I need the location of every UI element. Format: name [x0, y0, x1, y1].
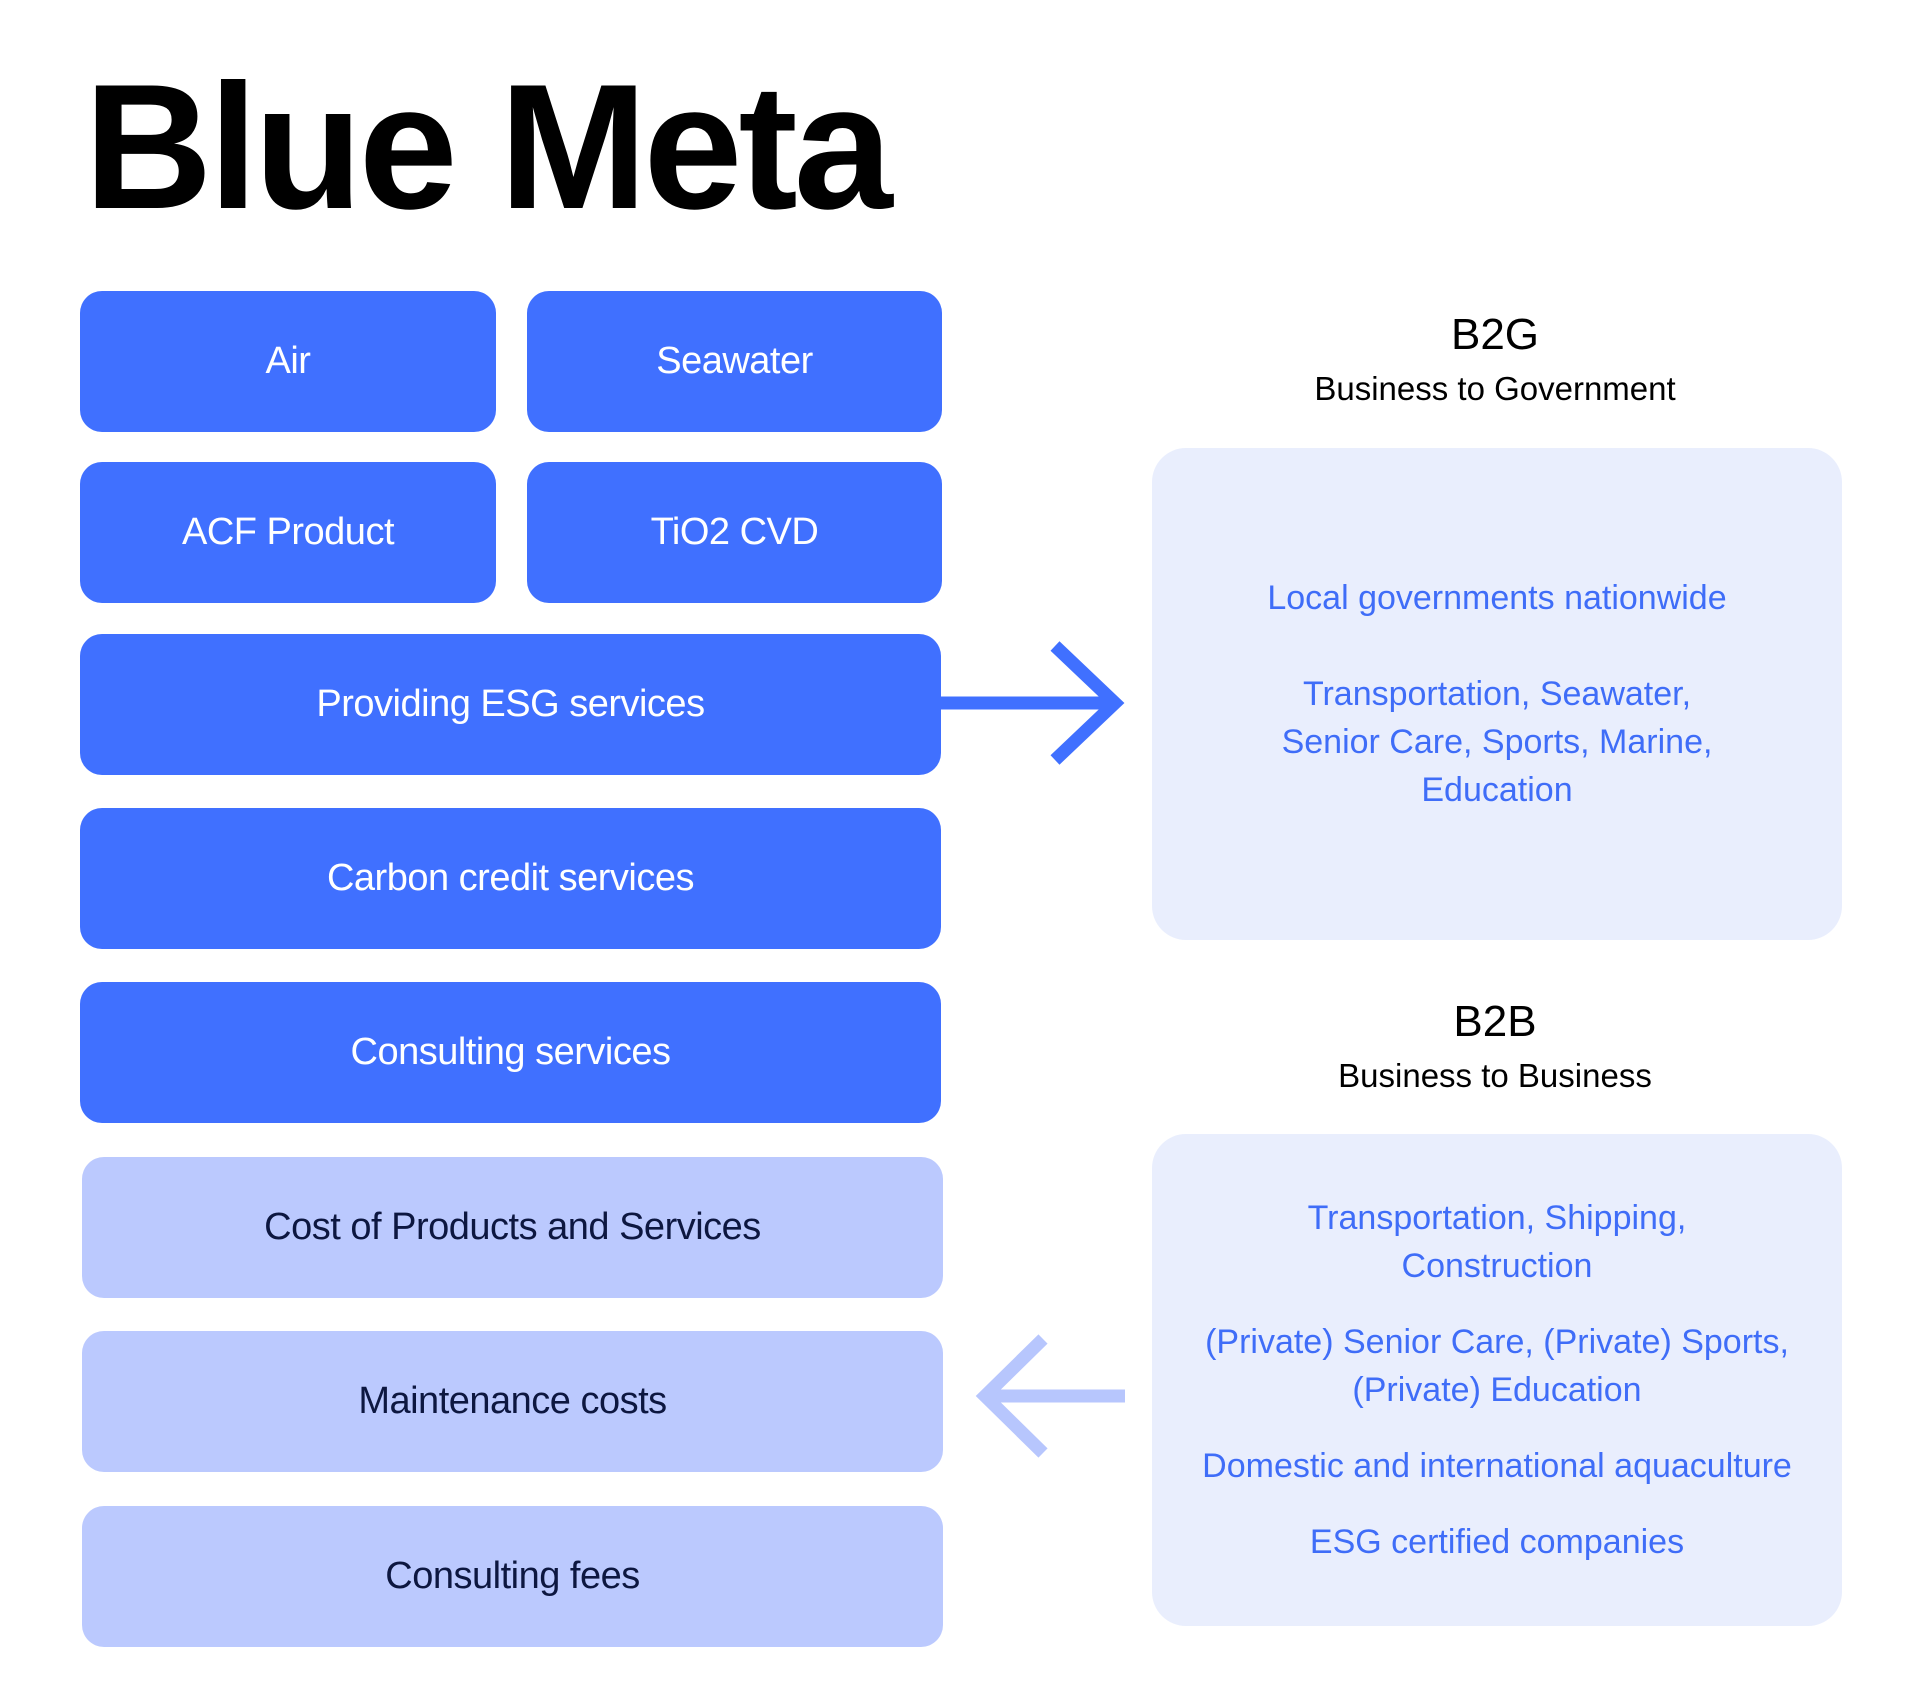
acf-product-box: ACF Product: [80, 462, 496, 603]
acf-product-label: ACF Product: [181, 511, 395, 553]
b2g-name: Business to Government: [1314, 370, 1676, 408]
b2g-panel: Local governments nationwide Transportat…: [1152, 448, 1842, 940]
maintenance-costs-box: Maintenance costs: [82, 1331, 943, 1472]
carbon-credit-label: Carbon credit services: [326, 857, 695, 899]
b2g-heading: B2G Business to Government: [1152, 310, 1838, 408]
b2b-group: ESG certified companies: [1310, 1518, 1684, 1566]
b2b-panel: Transportation, Shipping, Construction (…: [1152, 1134, 1842, 1626]
tio2-cvd-box: TiO2 CVD: [527, 462, 942, 603]
b2g-item: Transportation, Seawater,: [1302, 675, 1692, 713]
consulting-services-box: Consulting services: [80, 982, 941, 1123]
seawater-box: Seawater: [527, 291, 942, 432]
b2b-group: (Private) Senior Care, (Private) Sports,…: [1205, 1318, 1789, 1414]
page-title: Blue Meta: [84, 47, 893, 246]
maintenance-costs-label: Maintenance costs: [358, 1380, 667, 1422]
cost-products-services-box: Cost of Products and Services: [82, 1157, 943, 1298]
b2b-item: (Private) Education: [1352, 1371, 1642, 1409]
air-label: Air: [265, 340, 311, 382]
b2b-item: Construction: [1401, 1247, 1593, 1285]
seawater-label: Seawater: [656, 340, 813, 382]
carbon-credit-box: Carbon credit services: [80, 808, 941, 949]
tio2-cvd-label: TiO2 CVD: [650, 511, 819, 553]
arrow-left-icon: [975, 1334, 1125, 1458]
consulting-fees-box: Consulting fees: [82, 1506, 943, 1647]
consulting-services-label: Consulting services: [350, 1031, 671, 1073]
b2b-code: B2B: [1453, 997, 1537, 1046]
b2g-item: Local governments nationwide: [1267, 579, 1727, 617]
b2b-group: Domestic and international aquaculture: [1202, 1442, 1792, 1490]
b2g-item: Senior Care, Sports, Marine,: [1281, 723, 1713, 761]
b2b-item: ESG certified companies: [1309, 1523, 1685, 1561]
b2b-group: Transportation, Shipping, Construction: [1308, 1194, 1687, 1290]
consulting-fees-label: Consulting fees: [385, 1555, 640, 1597]
b2g-group: Transportation, Seawater, Senior Care, S…: [1282, 670, 1713, 814]
b2b-item: Domestic and international aquaculture: [1202, 1447, 1792, 1485]
b2g-code: B2G: [1450, 310, 1540, 359]
arrow-right-icon: [941, 641, 1125, 765]
b2b-item: (Private) Senior Care, (Private) Sports,: [1205, 1323, 1789, 1361]
esg-services-label: Providing ESG services: [316, 683, 705, 725]
b2b-name: Business to Business: [1338, 1057, 1652, 1095]
b2b-item: Transportation, Shipping,: [1307, 1199, 1687, 1237]
b2g-item: Education: [1421, 771, 1573, 809]
b2g-group: Local governments nationwide: [1267, 574, 1726, 622]
cost-products-services-label: Cost of Products and Services: [264, 1206, 761, 1248]
b2b-heading: B2B Business to Business: [1152, 997, 1838, 1095]
esg-services-box: Providing ESG services: [80, 634, 941, 775]
air-box: Air: [80, 291, 496, 432]
